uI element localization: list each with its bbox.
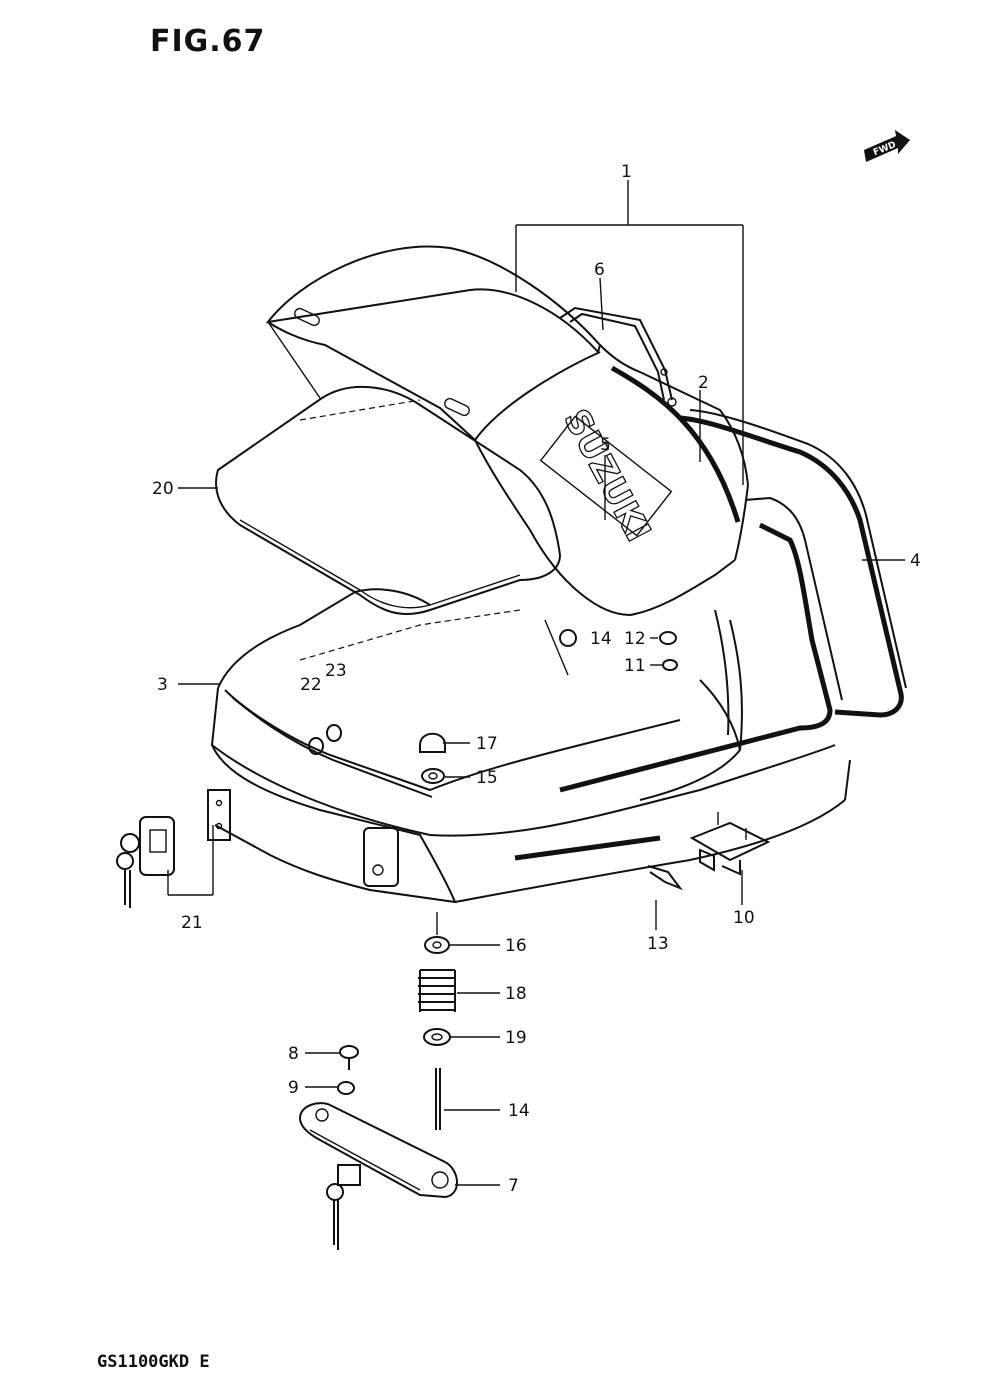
callout-8: 8 <box>288 1044 299 1064</box>
callout-21: 21 <box>181 913 203 933</box>
callout-1-bracket <box>515 180 744 485</box>
callout-19: 19 <box>505 1028 527 1048</box>
hinge-stay <box>559 306 677 407</box>
callout-4: 4 <box>910 551 921 571</box>
fwd-label: FWD <box>872 140 898 158</box>
lid-liner <box>215 321 562 615</box>
callout-20: 20 <box>152 479 174 499</box>
callout-12: 12 <box>624 629 646 649</box>
callout-5: 5 <box>600 435 611 455</box>
callout-18: 18 <box>505 984 527 1004</box>
fwd-arrow-icon: FWD <box>864 130 910 162</box>
fasteners <box>308 619 678 1130</box>
seal-strip <box>679 409 907 718</box>
trunk-lid: SUZUKI <box>265 245 749 617</box>
seal-gasket <box>559 496 843 793</box>
callout-22: 22 <box>300 675 322 695</box>
callout-1: 1 <box>621 162 632 182</box>
callout-13: 13 <box>647 934 669 954</box>
callout-16: 16 <box>505 936 527 956</box>
callout-labels: 1 2 3 4 5 6 7 8 9 10 11 12 13 14 14 15 1… <box>152 162 921 1196</box>
callout-23: 23 <box>325 661 347 681</box>
callout-9: 9 <box>288 1078 299 1098</box>
callout-11: 11 <box>624 656 646 676</box>
callout-21-bracket <box>167 825 214 896</box>
clip <box>647 865 683 891</box>
callout-14-upper: 14 <box>590 629 612 649</box>
figure-title: FIG.67 <box>150 24 266 59</box>
callout-17: 17 <box>476 734 498 754</box>
latch-base <box>298 1102 458 1250</box>
hinge <box>689 812 771 876</box>
trunk-body <box>210 588 851 904</box>
callout-10: 10 <box>733 908 755 928</box>
callout-3: 3 <box>157 675 168 695</box>
brand-emblem: SUZUKI <box>556 403 659 548</box>
leader-lines <box>178 277 905 1186</box>
callout-2: 2 <box>698 373 709 393</box>
callout-14: 14 <box>508 1101 530 1121</box>
callout-6: 6 <box>594 260 605 280</box>
callout-7: 7 <box>508 1176 519 1196</box>
lock-assembly <box>116 789 399 908</box>
callout-15: 15 <box>476 768 498 788</box>
model-code: GS1100GKD E <box>97 1352 210 1372</box>
